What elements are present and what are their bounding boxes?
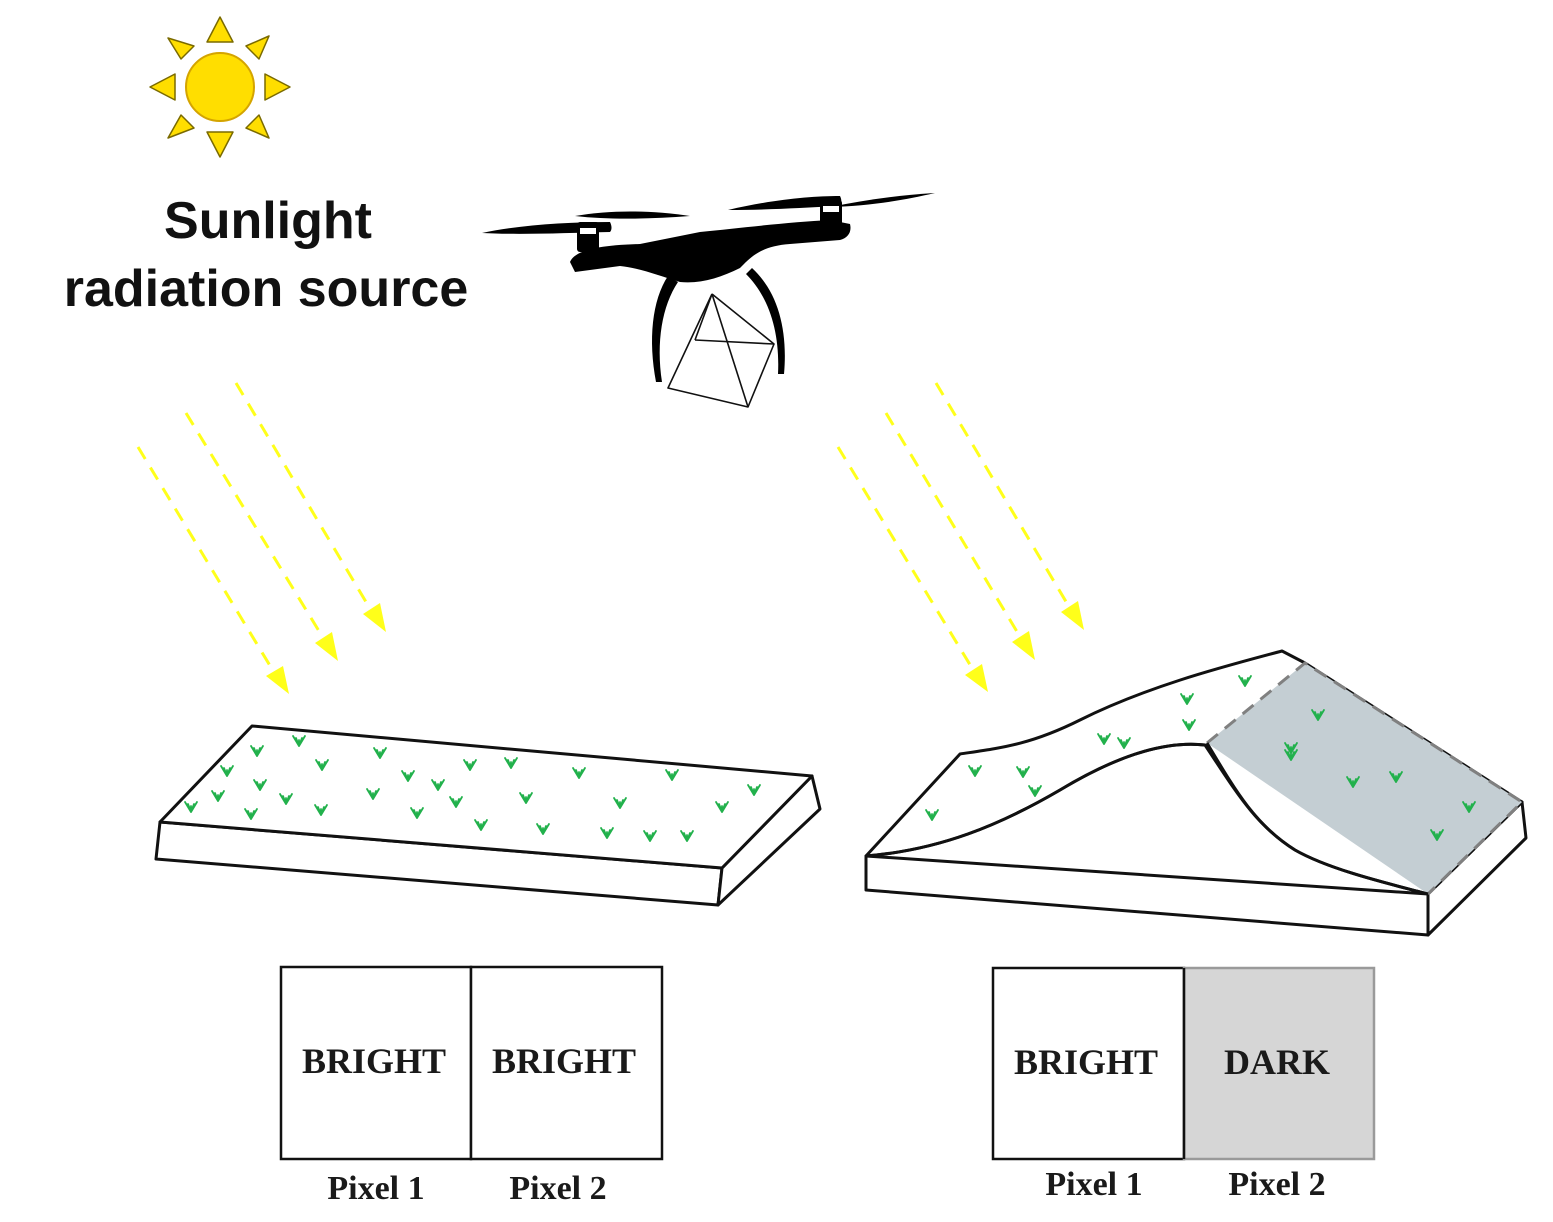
sunlight-rays-left <box>138 383 386 694</box>
pixel-grid-right: BRIGHT DARK Pixel 1 Pixel 2 <box>993 968 1374 1203</box>
left-pixel-2-label: Pixel 2 <box>509 1170 606 1207</box>
left-pixel-2-value: BRIGHT <box>492 1041 636 1081</box>
ray-left-1-arrowhead <box>266 666 289 694</box>
sun-icon <box>150 17 290 157</box>
flat-terrain <box>156 726 820 905</box>
right-pixel-1-value: BRIGHT <box>1014 1042 1158 1082</box>
ray-right-3 <box>936 383 1068 605</box>
pixel-grid-left: BRIGHT BRIGHT Pixel 1 Pixel 2 <box>281 967 662 1207</box>
ray-right-2 <box>886 413 1019 635</box>
sun-disc <box>186 53 254 121</box>
sunlight-rays-right <box>838 383 1084 692</box>
ray-left-1 <box>138 447 272 669</box>
left-pixel-1-value: BRIGHT <box>302 1041 446 1081</box>
ray-right-2-arrowhead <box>1012 631 1035 660</box>
title-line-1: Sunlight <box>164 192 372 250</box>
right-pixel-1-label: Pixel 1 <box>1045 1166 1142 1203</box>
drone-icon <box>482 193 935 407</box>
right-pixel-2-label: Pixel 2 <box>1228 1166 1325 1203</box>
ray-right-1 <box>838 447 972 668</box>
right-pixel-2-value: DARK <box>1224 1042 1330 1082</box>
ray-left-2 <box>186 413 322 636</box>
left-pixel-1-label: Pixel 1 <box>327 1170 424 1207</box>
ray-right-3-arrowhead <box>1061 601 1084 630</box>
title-line-2: radiation source <box>64 260 469 318</box>
sloped-terrain <box>866 651 1526 935</box>
ray-left-2-arrowhead <box>315 632 338 661</box>
ray-right-1-arrowhead <box>965 664 988 692</box>
ray-left-3 <box>236 383 369 607</box>
ray-left-3-arrowhead <box>363 603 386 632</box>
